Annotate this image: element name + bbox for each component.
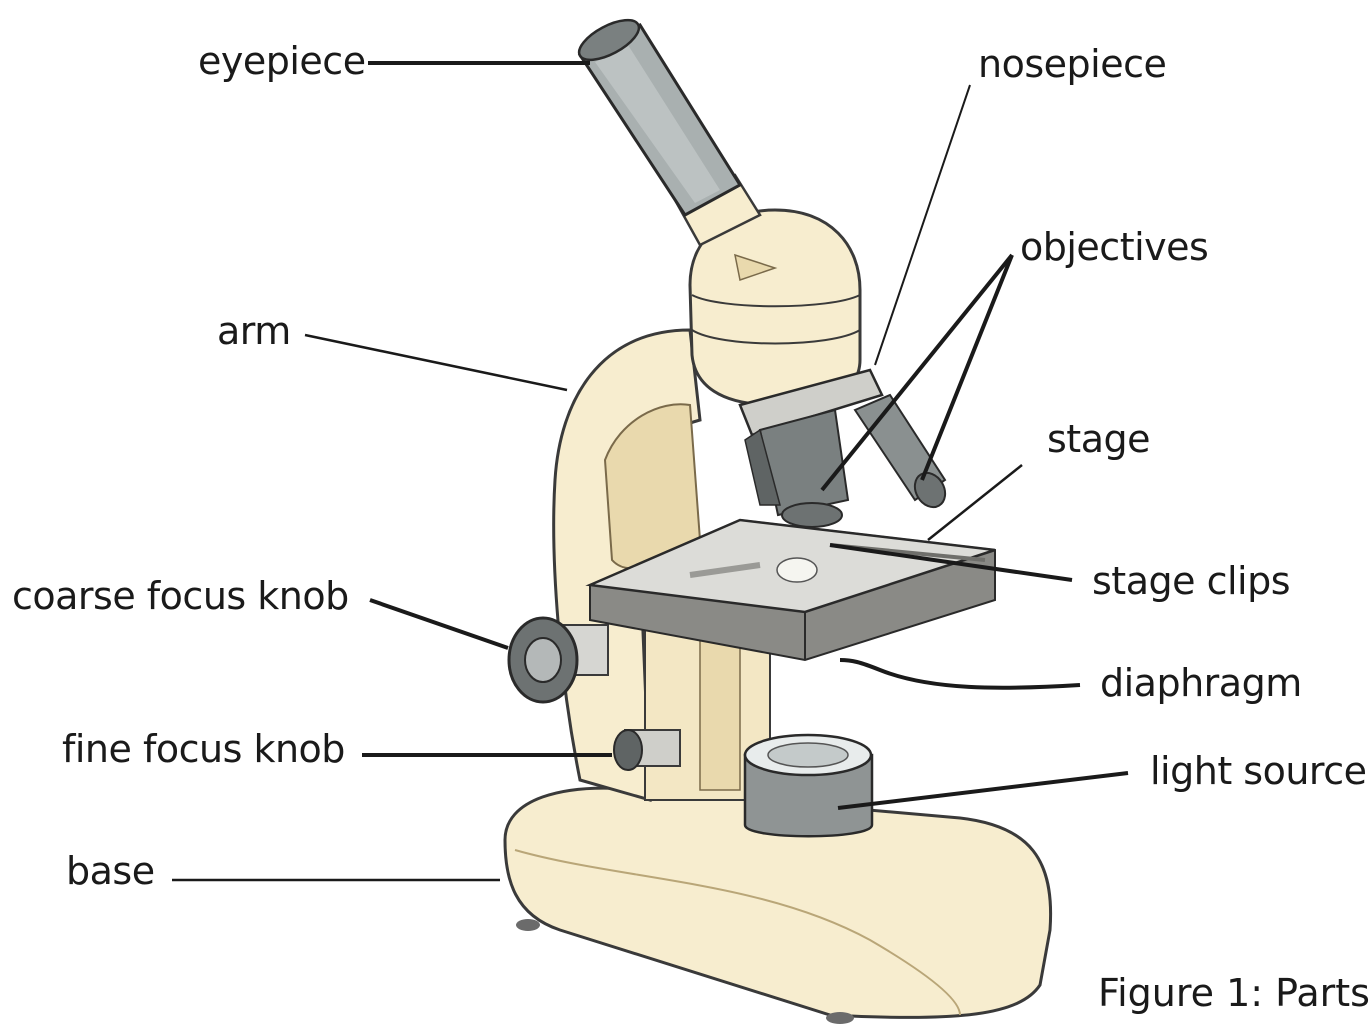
light-source-leader bbox=[838, 773, 1128, 808]
label-eyepiece: eyepiece bbox=[198, 42, 366, 80]
label-base: base bbox=[66, 852, 155, 890]
coarse-focus-knob-leader bbox=[370, 600, 508, 648]
label-light-source: light source bbox=[1150, 752, 1367, 790]
fine-focus-knob bbox=[614, 730, 680, 770]
figure-caption: Figure 1: Parts bbox=[1098, 974, 1369, 1012]
label-diaphragm: diaphragm bbox=[1100, 664, 1302, 702]
label-stage: stage bbox=[1047, 420, 1150, 458]
label-nosepiece: nosepiece bbox=[978, 45, 1166, 83]
label-stage-clips: stage clips bbox=[1092, 562, 1290, 600]
label-fine-focus-knob: fine focus knob bbox=[62, 730, 345, 768]
arm-leader bbox=[305, 335, 567, 390]
eyepiece-tube bbox=[573, 12, 760, 245]
microscope-head bbox=[690, 210, 882, 435]
light-source bbox=[745, 735, 872, 836]
label-arm: arm bbox=[217, 312, 291, 350]
label-coarse-focus-knob: coarse focus knob bbox=[12, 577, 349, 615]
diaphragm-leader bbox=[840, 660, 1080, 688]
objectives-leader-2 bbox=[922, 255, 1012, 480]
label-objectives: objectives bbox=[1020, 228, 1208, 266]
